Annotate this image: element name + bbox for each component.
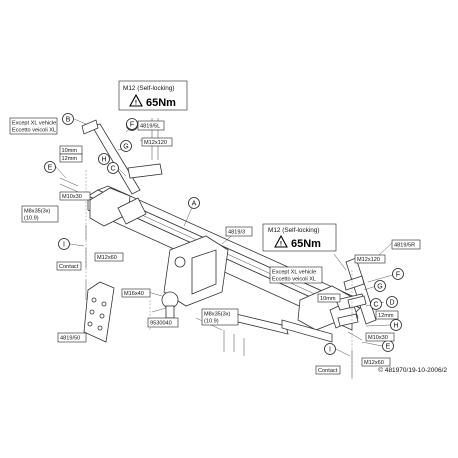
svg-text:I: I — [63, 242, 65, 249]
except-xl-it-right: Eccetto veicoli XL — [272, 277, 316, 283]
size-m12x60-left: M12x60 — [97, 255, 117, 261]
svg-text:B: B — [66, 117, 71, 124]
callout-g-left: G — [120, 140, 132, 152]
part-4819-5r: 4819/5R — [394, 243, 415, 249]
warning-triangle-icon — [129, 93, 143, 107]
callout-h-right: H — [390, 319, 402, 331]
part-4819-5l: 4819/5L — [140, 124, 160, 130]
grade-m8x35-center: (10.9) — [204, 319, 219, 325]
part-9530040: 9530040 — [150, 321, 172, 327]
warning-right-torque: 65Nm — [291, 238, 321, 250]
callout-f-left-visible: F — [126, 118, 138, 130]
svg-text:E: E — [386, 344, 391, 351]
contact-right: Contact — [318, 368, 338, 374]
warning-left-torque: 65Nm — [146, 97, 176, 109]
callout-c-right: C — [370, 298, 382, 310]
svg-text:D: D — [389, 300, 394, 307]
callout-a: A — [188, 197, 200, 209]
size-m8x35-left: M8x35(3x) — [24, 209, 51, 215]
warning-left-title: M12 (Self-locking) — [123, 85, 175, 92]
size-12mm-left: 12mm — [62, 156, 78, 162]
callout-i-right: I — [324, 343, 336, 355]
svg-text:A: A — [192, 201, 197, 208]
svg-text:!: ! — [280, 241, 282, 248]
callout-e-left: E — [44, 161, 56, 173]
warning-triangle-icon — [274, 234, 288, 248]
size-m8x35-center: M8x35(3x) — [204, 312, 231, 318]
grade-m8x35-left: (10.9) — [24, 216, 39, 222]
svg-text:F: F — [130, 122, 134, 129]
size-m12x120-right: M12x120 — [357, 257, 380, 263]
main-crossbar — [59, 118, 377, 380]
size-m16x40: M16x40 — [124, 291, 144, 297]
warning-box-right: M12 (Self-locking) ! 65Nm — [262, 223, 337, 252]
svg-text:G: G — [377, 284, 382, 291]
size-m12x120-left: M12x120 — [144, 140, 167, 146]
svg-text:H: H — [101, 157, 106, 164]
part-4819-50: 4819/50 — [60, 336, 80, 342]
callout-f-right: F — [392, 268, 404, 280]
svg-text:E: E — [48, 165, 53, 172]
warning-box-left: M12 (Self-locking) ! 65Nm — [118, 80, 188, 111]
size-12mm-right: 12mm — [378, 313, 394, 319]
callout-g-right-visible: G — [374, 280, 386, 292]
except-xl-it-left: Eccetto veicoli XL — [12, 128, 56, 134]
callout-d-right: D — [386, 296, 398, 308]
except-xl-en-right: Except XL vehicle — [272, 270, 316, 276]
except-xl-en-left: Except XL vehicle — [12, 121, 56, 127]
callout-e-right: E — [382, 340, 394, 352]
svg-text:C: C — [373, 302, 378, 309]
svg-text:I: I — [329, 347, 331, 354]
size-m12x60-right: M12x60 — [364, 360, 384, 366]
size-m10x30-right: M10x30 — [368, 335, 388, 341]
svg-text:H: H — [393, 323, 398, 330]
callout-c-left: C — [107, 162, 119, 174]
callout-h-left: H — [98, 153, 110, 165]
svg-text:F: F — [396, 272, 400, 279]
size-labels: Except XL vehicle Eccetto veicoli XL 10m… — [9, 117, 421, 375]
svg-text:!: ! — [135, 100, 137, 107]
callout-b-left: B — [62, 113, 74, 125]
callouts: A B C D E G H I C D E F H I F G — [44, 113, 404, 355]
size-10mm-right: 10mm — [320, 296, 336, 302]
svg-text:C: C — [110, 166, 115, 173]
size-10mm-left: 10mm — [62, 148, 78, 154]
part-4819-3: 4819/3 — [228, 230, 245, 236]
callout-i-left: I — [58, 238, 70, 250]
footer-code: © 481970/19-10-2006/2 — [378, 366, 447, 374]
warning-right-title: M12 (Self-locking) — [268, 227, 320, 234]
svg-text:G: G — [123, 144, 128, 151]
size-m10x30-left: M10x30 — [62, 194, 82, 200]
contact-left: Contact — [59, 264, 79, 270]
